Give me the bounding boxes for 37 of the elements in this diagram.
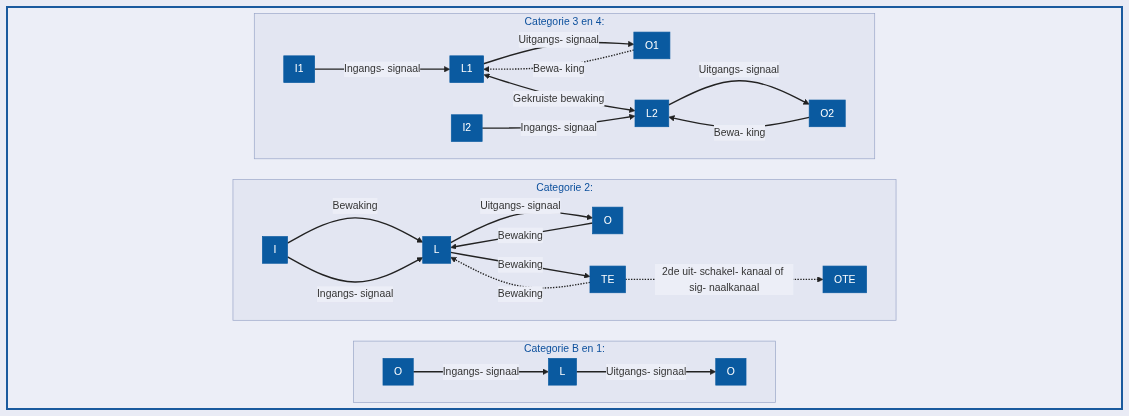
edge-label: Uitgangs- signaal bbox=[605, 365, 687, 378]
node-box: OTE bbox=[822, 265, 867, 294]
node-box: I bbox=[262, 236, 288, 264]
edge-label: Ingangs- signaal bbox=[442, 365, 520, 378]
node-box: O1 bbox=[633, 31, 671, 60]
edge-label: Bewa- king bbox=[713, 126, 766, 138]
node-box: O bbox=[382, 358, 414, 386]
edge-label: Ingangs- signaal bbox=[344, 62, 421, 75]
node-box: TE bbox=[589, 265, 626, 294]
edge-label: Uitgangs- signaal bbox=[480, 199, 561, 212]
edge-label: Uitgangs- signaal bbox=[518, 33, 599, 46]
edge-label: Bewaking bbox=[497, 258, 543, 271]
node-box: I1 bbox=[283, 55, 315, 83]
edge-label: Bewaking bbox=[497, 287, 543, 300]
edge-label: Ingangs- signaal bbox=[520, 121, 597, 134]
arrow bbox=[483, 73, 636, 113]
node-box: O bbox=[715, 358, 747, 386]
node-box: I2 bbox=[450, 114, 483, 142]
arrow bbox=[450, 222, 594, 250]
arrow bbox=[450, 211, 593, 244]
edge-label: Bewaking bbox=[332, 199, 378, 212]
edge-label: Bewaking bbox=[497, 228, 543, 241]
arrow bbox=[668, 80, 810, 106]
node-box: O bbox=[592, 206, 624, 235]
arrow bbox=[286, 256, 423, 283]
arrow bbox=[450, 251, 591, 279]
edge-label: Bewa- king bbox=[533, 62, 585, 75]
edge-label: Ingangs- signaal bbox=[316, 287, 394, 300]
node-box: O2 bbox=[808, 99, 846, 128]
node-box: L1 bbox=[449, 55, 484, 83]
node-box: L bbox=[422, 236, 452, 264]
node-box: L bbox=[548, 358, 577, 386]
edge-label: Uitgangs- signaal bbox=[698, 63, 780, 75]
edge-label: Gekruiste bewaking bbox=[513, 92, 605, 105]
edge-label: 2de uit- schakel- kanaal of sig- naalkanaal bbox=[662, 265, 784, 293]
arrow bbox=[286, 217, 423, 244]
node-box: L2 bbox=[634, 99, 670, 128]
